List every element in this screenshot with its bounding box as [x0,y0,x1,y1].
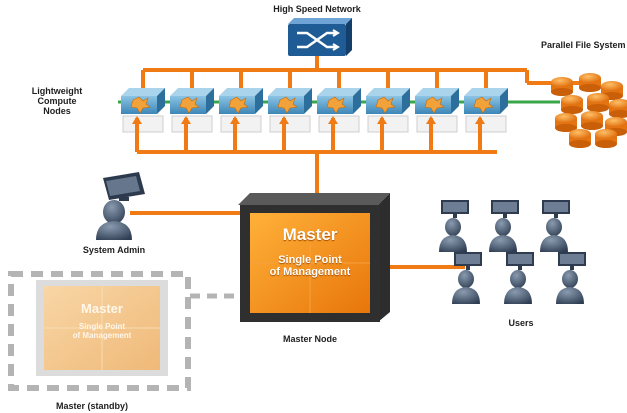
master-subtitle-line2: of Management [269,266,351,278]
standby-subtitle-line2: of Management [72,331,132,340]
compute-nodes [121,88,508,152]
compute-node-icon [415,88,459,152]
master-subtitle-line1: Single Point [278,254,342,266]
storage-disk-icon [595,129,617,148]
network-label: High Speed Network [273,4,361,14]
storage-disk-icon [609,99,627,118]
user-workstation-icon [439,200,469,252]
users-group [439,200,586,304]
admin-workstation-icon [96,172,145,240]
master-node-label: Master Node [282,334,338,344]
compute-nodes-label-line1: Lightweight [31,86,83,96]
parallel-file-system-storage [551,73,627,148]
storage-disk-icon [581,111,603,130]
compute-nodes-label-line2: Compute [37,96,77,106]
user-workstation-icon [452,252,482,304]
standby-title-block: Master Single Point of Management [44,301,160,341]
storage-disk-icon [587,93,609,112]
storage-disk-icon [551,77,573,96]
compute-nodes-label-line3: Nodes [43,106,71,116]
compute-node-icon [464,88,508,152]
compute-node-icon [366,88,410,152]
storage-disk-icon [569,129,591,148]
compute-node-icon [219,88,263,152]
user-workstation-icon [504,252,534,304]
network-uplink [141,56,590,93]
standby-title: Master [81,301,123,316]
compute-node-icon [121,88,165,152]
network-switch-icon [288,18,352,56]
user-workstation-icon [489,200,519,252]
storage-disk-icon [579,73,601,92]
system-admin-label: System Admin [82,245,146,255]
user-workstation-icon [556,252,586,304]
user-workstation-icon [540,200,570,252]
standby-subtitle-line1: Single Point [78,322,126,331]
compute-nodes-label: Lightweight Compute Nodes [32,86,83,116]
master-title: Master [282,225,338,244]
master-node-box [238,193,390,322]
users-label: Users [508,318,534,328]
master-title-block: Master Single Point of Management [250,225,370,279]
storage-disk-icon [561,95,583,114]
standby-label: Master (standby) [55,401,129,411]
compute-node-icon [170,88,214,152]
compute-node-icon [317,88,361,152]
storage-disk-icon [555,113,577,132]
compute-node-icon [268,88,312,152]
storage-label: Parallel File System [541,40,626,50]
standby-master-box [8,271,191,391]
management-bus [137,150,497,200]
